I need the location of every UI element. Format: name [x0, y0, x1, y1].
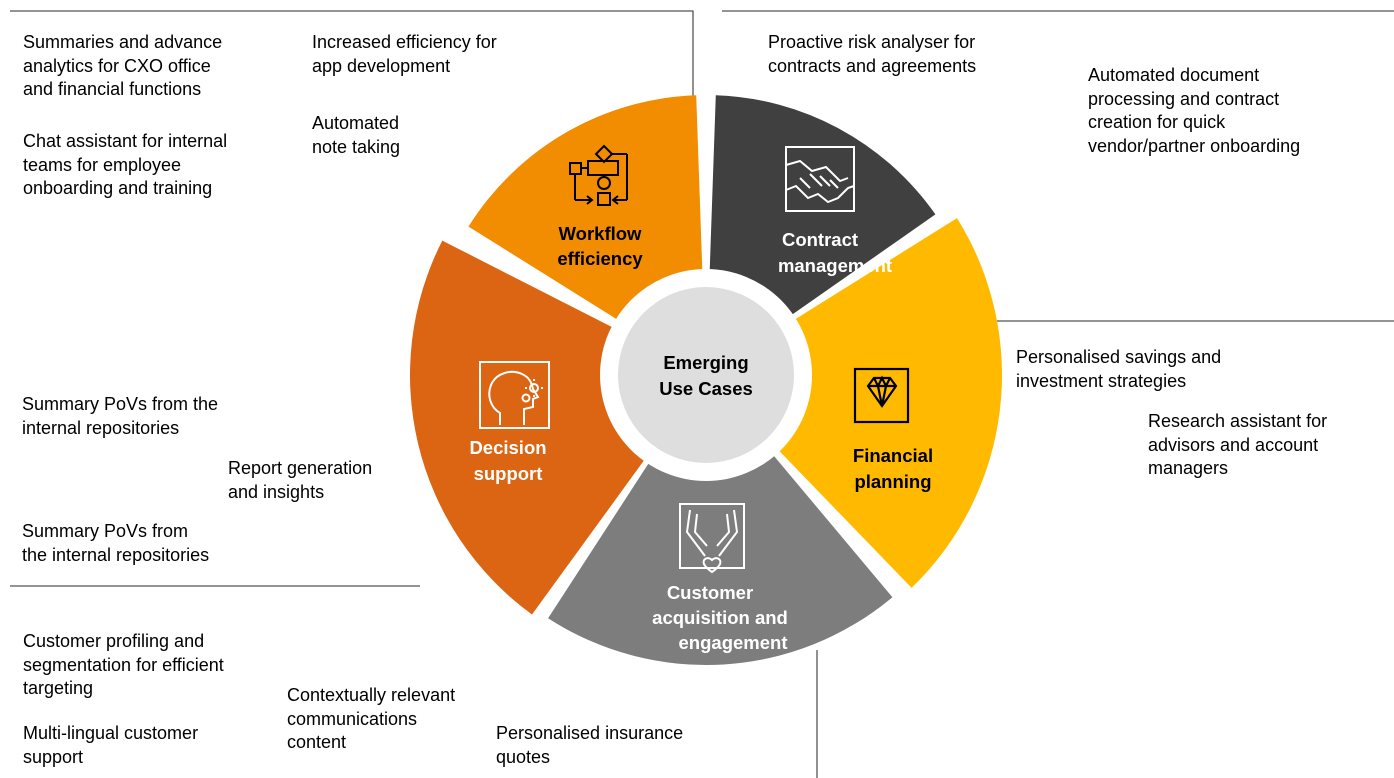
note-financial-savings: Personalised savings and investment stra… [1016, 347, 1222, 391]
note-decision-summary-povs-1: Summary PoVs from the internal repositor… [22, 394, 219, 438]
hands-heart-icon [679, 503, 745, 574]
contract-label-line2: management [778, 255, 892, 276]
contract-label-line1: Contract [782, 229, 858, 250]
financial-label-line2: planning [854, 471, 931, 492]
financial-label-line1: Financial [853, 445, 933, 466]
workflow-label-line1: Workflow [559, 223, 643, 244]
customer-label-line2: acquisition and [652, 607, 788, 628]
diamond-icon [853, 367, 910, 424]
note-financial-research-assistant: Research assistant for advisors and acco… [1148, 411, 1328, 478]
handshake-icon [785, 146, 855, 212]
note-decision-summary-povs-2: Summary PoVs from the internal repositor… [22, 521, 210, 565]
note-contract-document-processing: Automated document processing and contra… [1088, 65, 1301, 156]
note-customer-insurance-quotes: Personalised insurance quotes [496, 723, 684, 767]
note-workflow-chat-assistant: Chat assistant for internal teams for em… [23, 131, 228, 198]
note-customer-multilingual-support: Multi-lingual customer support [23, 723, 199, 767]
note-workflow-note-taking: Automated note taking [312, 113, 401, 157]
segment-workflow-efficiency [468, 95, 703, 325]
divider-top-left [10, 10, 694, 100]
note-customer-communications-content: Contextually relevant communications con… [287, 685, 456, 752]
customer-label-line1: Customer [667, 582, 753, 603]
center-circle [618, 287, 794, 463]
divider-lines [10, 10, 1394, 778]
note-contract-risk-analyser: Proactive risk analyser for contracts an… [768, 32, 977, 76]
note-decision-report-generation: Report generation and insights [228, 458, 373, 502]
workflow-label-line2: efficiency [557, 248, 643, 269]
center-title-line1: Emerging [663, 352, 748, 373]
segment-financial-planning [772, 218, 1002, 588]
workflow-icon [569, 144, 628, 206]
customer-label-line3: engagement [679, 632, 788, 653]
head-gears-icon [479, 361, 550, 429]
note-customer-profiling: Customer profiling and segmentation for … [23, 631, 224, 698]
decision-label-line2: support [474, 463, 543, 484]
segment-contract-management [709, 95, 936, 320]
decision-label-line1: Decision [469, 437, 546, 458]
note-workflow-cxo-analytics: Summaries and advance analytics for CXO … [23, 32, 223, 99]
segment-customer-acquisition [548, 448, 893, 665]
center-title-line2: Use Cases [659, 378, 753, 399]
note-workflow-app-development: Increased efficiency for app development [312, 32, 497, 76]
